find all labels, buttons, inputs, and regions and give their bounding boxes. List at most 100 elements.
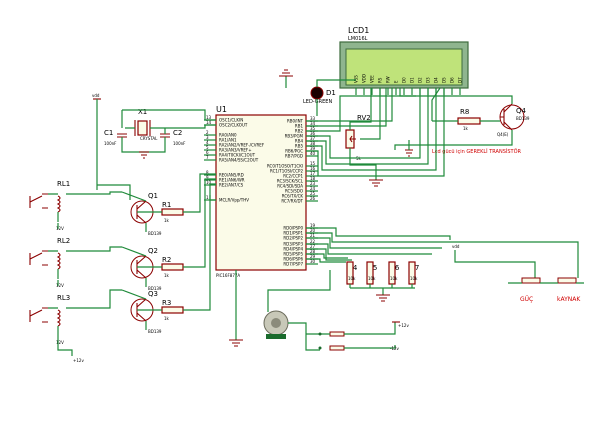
lcd-pin-label: D5 bbox=[442, 77, 447, 83]
crystal-part: CRYSTAL bbox=[140, 136, 158, 141]
direction-switches[interactable]: +12v -12v bbox=[306, 322, 409, 351]
transistor-part: BD139 bbox=[148, 231, 162, 236]
power-button[interactable]: vdd GÜÇ bbox=[452, 244, 548, 303]
relay-ref: RL3 bbox=[57, 294, 70, 302]
mcu-left-pin-label: RE2/AN7/CS bbox=[219, 183, 244, 188]
relay-stage: RL212VQ2BD139R21k bbox=[30, 237, 183, 291]
lcd-ground bbox=[279, 70, 293, 88]
lcd-pin-label: D3 bbox=[426, 77, 431, 83]
mcu-left-pin-label: OSC2/CLKOUT bbox=[219, 123, 248, 128]
mcu-right-pin-label: RC7/RX/DT bbox=[281, 199, 303, 204]
mcu-right-pin-number: 30 bbox=[310, 259, 316, 264]
pulldown-value: 10k bbox=[368, 276, 376, 281]
cap-c1-ref: C1 bbox=[104, 129, 113, 137]
mcu-ref: U1 bbox=[216, 105, 227, 114]
r8-ref: R8 bbox=[460, 108, 469, 116]
kaynak-button-body[interactable] bbox=[558, 278, 576, 283]
crystal-body bbox=[138, 121, 147, 135]
pulldown-value: 10k bbox=[348, 276, 356, 281]
base-resistor-body bbox=[162, 264, 183, 270]
vdd-rail: vdd bbox=[92, 93, 104, 190]
mcu-right-pin-label: RD2/PSP2 bbox=[283, 236, 303, 241]
lcd-pin-label: RS bbox=[378, 77, 383, 83]
lcd-pin-label: D0 bbox=[402, 77, 407, 83]
p12-label: +12v bbox=[398, 323, 409, 328]
cap-c2-ref: C2 bbox=[173, 129, 182, 137]
relay-stage: RL3 12V Q3BD139 R3 1k bbox=[30, 290, 183, 345]
lcd-pin-label: VDD bbox=[362, 74, 367, 83]
lcd-module: LCD1 LM016L VSSVDDVEERSRWED0D1D2D3D4D5D6… bbox=[340, 26, 468, 95]
vdd-label: vdd bbox=[92, 93, 100, 98]
switch-forward[interactable] bbox=[330, 332, 344, 336]
kaynak-button-label: kAYNAK bbox=[557, 296, 581, 303]
source-button[interactable]: kAYNAK bbox=[548, 262, 584, 303]
pulldown-value: 10k bbox=[390, 276, 398, 281]
lcd-pin-label: VSS bbox=[354, 75, 359, 83]
lcd-pin-label: D1 bbox=[410, 77, 415, 83]
lcd-pin-label: D2 bbox=[418, 77, 423, 83]
lcd-pin-label: RW bbox=[386, 76, 391, 83]
lcd-transistor-note: Lcd gücü için GEREKLİ TRANSİSTÖR bbox=[432, 148, 522, 155]
base-resistor-value: 1k bbox=[164, 218, 170, 223]
lcd-model: LM016L bbox=[348, 36, 368, 42]
lcd-power-transistor: R8 1k Q4 BD139 Q4(E) bbox=[395, 88, 530, 156]
relay-ref: RL2 bbox=[57, 237, 70, 245]
cap-c1-value: 100nF bbox=[104, 141, 117, 146]
transistor-ref: Q1 bbox=[148, 192, 158, 200]
oscillator-circuit: X1 CRYSTAL C1 100nF C2 100nF bbox=[104, 108, 216, 158]
lcd-ref: LCD1 bbox=[348, 26, 369, 35]
pulldown-resistors: R410kR510kR610kR710k bbox=[347, 262, 419, 288]
transistor-ref: Q2 bbox=[148, 247, 158, 255]
cap-c2-value: 100nF bbox=[173, 141, 186, 146]
q4-emitter-label: Q4(E) bbox=[497, 132, 509, 137]
crystal-ref: X1 bbox=[138, 108, 147, 116]
guc-button-body[interactable] bbox=[522, 278, 540, 283]
lcd-pin-label: VEE bbox=[370, 75, 375, 83]
q4-part: BD139 bbox=[516, 116, 530, 121]
led-ref: D1 bbox=[326, 89, 336, 97]
r8-value: 1k bbox=[463, 126, 469, 131]
led-d1-body bbox=[311, 87, 323, 99]
base-resistor-body bbox=[162, 307, 183, 313]
base-resistor-value: 1k bbox=[164, 273, 170, 278]
base-resistor-value: 1k bbox=[164, 316, 170, 321]
relay-stage: RL1 12V Q1BD139 R1 1k bbox=[30, 180, 183, 236]
motor-shaft bbox=[271, 318, 281, 328]
switch-reverse[interactable] bbox=[330, 346, 344, 350]
mcu-right-pin-number: 21 bbox=[310, 233, 316, 238]
relay-voltage: 12V bbox=[56, 226, 64, 231]
base-resistor-body bbox=[162, 209, 183, 215]
base-resistor-ref: R2 bbox=[162, 256, 171, 264]
mcu-left-pin-number: 7 bbox=[206, 155, 209, 160]
motor bbox=[264, 270, 330, 350]
mcu-right-pin-label: RD7/PSP7 bbox=[283, 262, 303, 267]
relay-voltage: 12V bbox=[56, 340, 64, 345]
lcd-pin-label: D4 bbox=[434, 77, 439, 83]
led-part: LED-GREEN bbox=[303, 99, 332, 105]
mcu-right-pin-label: RB7/PGD bbox=[285, 154, 303, 159]
vdd2-label: vdd bbox=[452, 244, 460, 249]
base-resistor-ref: R1 bbox=[162, 201, 171, 209]
relay-ref: RL1 bbox=[57, 180, 70, 188]
mcu-right-pin-number: 26 bbox=[310, 196, 316, 201]
mcu-left-pin-number: 1 bbox=[206, 195, 209, 200]
relay-voltage: 12V bbox=[56, 283, 64, 288]
transistor-part: BD139 bbox=[148, 329, 162, 334]
pulldown-value: 10k bbox=[410, 276, 418, 281]
contrast-pot: RV2 5k bbox=[346, 88, 383, 186]
q4-ref: Q4 bbox=[516, 107, 527, 115]
mcu-left-pin-label: MCLR/Vpp/THV bbox=[219, 198, 249, 203]
lcd-pin-label: D7 bbox=[458, 77, 463, 83]
r8-body bbox=[458, 118, 480, 124]
guc-button-label: GÜÇ bbox=[520, 296, 533, 303]
lcd-pin-label: D6 bbox=[450, 77, 455, 83]
motor-base bbox=[266, 334, 286, 339]
p12-relay-label: +12v bbox=[73, 358, 84, 363]
mcu-part: PIC16F877A bbox=[216, 273, 240, 278]
mcu-right-pin-number: 40 bbox=[310, 151, 316, 156]
transistor-ref: Q3 bbox=[148, 290, 158, 298]
base-resistor-ref: R3 bbox=[162, 299, 171, 307]
mcu-u1: U1 PIC16F877A OSC1/CLKIN13OSC2/CLKOUT14R… bbox=[204, 105, 318, 278]
mcu-left-pin-label: RA5/AN4/SS/C2OUT bbox=[219, 158, 259, 163]
